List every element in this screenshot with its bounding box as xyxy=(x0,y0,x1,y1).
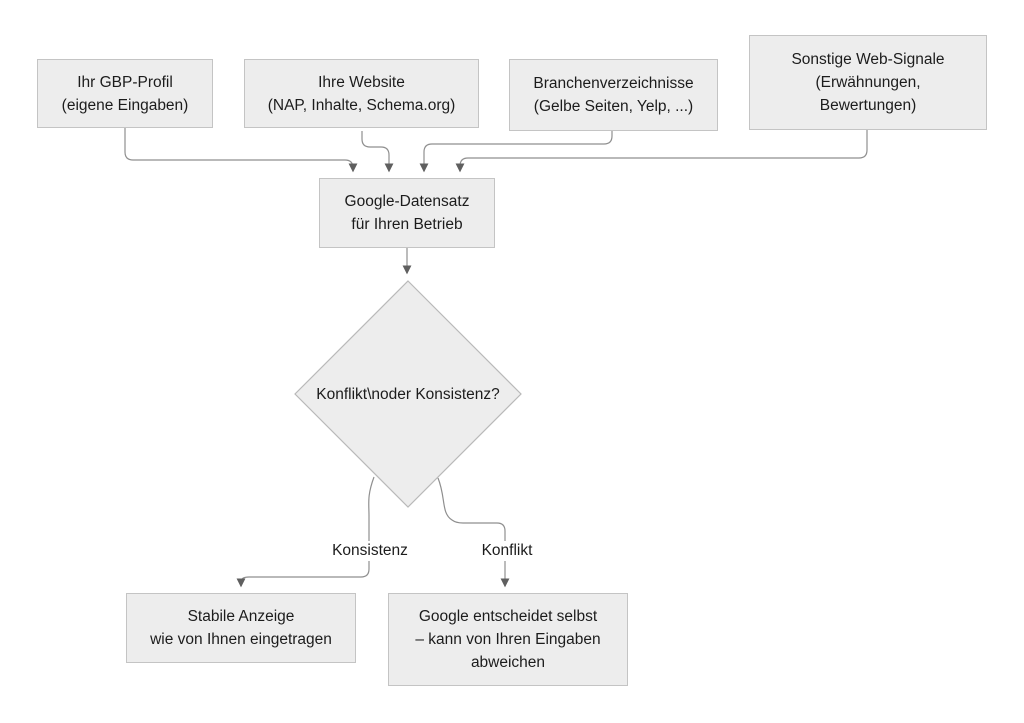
edge-directories-to-dataset xyxy=(419,131,613,173)
node-stable-display: Stabile Anzeige wie von Ihnen eingetrage… xyxy=(126,593,356,663)
node-web-signals: Sonstige Web-Signale (Erwähnungen, Bewer… xyxy=(749,35,987,130)
node-text-line: wie von Ihnen eingetragen xyxy=(150,631,332,648)
edge-decision-to-stable xyxy=(236,476,375,588)
edge-decision-to-decides xyxy=(437,477,510,588)
node-text-line: abweichen xyxy=(470,654,546,671)
node-text-line: Google entscheidet selbst xyxy=(418,608,598,625)
node-google-decides: Google entscheidet selbst – kann von Ihr… xyxy=(388,593,628,686)
node-text-line: Sonstige Web-Signale xyxy=(791,51,945,68)
edge-gbp-to-dataset xyxy=(124,128,358,173)
node-website: Ihre Website (NAP, Inhalte, Schema.org) xyxy=(244,59,479,128)
node-text-line: Ihre Website xyxy=(318,73,405,91)
node-text-line: (Gelbe Seiten, Yelp, ...) xyxy=(533,98,694,115)
node-text-line: Ihr GBP-Profil xyxy=(77,73,173,91)
node-text-line: für Ihren Betrieb xyxy=(351,216,463,233)
node-directories: Branchenverzeichnisse (Gelbe Seiten, Yel… xyxy=(509,59,718,131)
node-text-line: (Erwähnungen, xyxy=(815,74,921,91)
node-text-line: Branchenverzeichnisse xyxy=(533,75,694,92)
node-text-line: (NAP, Inhalte, Schema.org) xyxy=(267,96,456,114)
node-gbp-profile: Ihr GBP-Profil (eigene Eingaben) xyxy=(37,59,213,128)
branch-label-konflikt: Konflikt xyxy=(476,541,538,561)
node-text-line: Google-Datensatz xyxy=(344,193,470,210)
decision-diamond-shape xyxy=(294,280,522,508)
node-text-line: Bewertungen) xyxy=(819,97,917,114)
node-text-line: – kann von Ihren Eingaben xyxy=(415,631,601,648)
decision-label: Konflikt\noder Konsistenz? xyxy=(316,386,500,403)
node-text-line: (eigene Eingaben) xyxy=(61,96,189,114)
node-google-dataset: Google-Datensatz für Ihren Betrieb xyxy=(319,178,495,248)
edge-websignals-to-dataset xyxy=(455,130,868,173)
node-text-line: Stabile Anzeige xyxy=(187,608,295,625)
edge-website-to-dataset xyxy=(361,131,394,173)
branch-label-konsistenz: Konsistenz xyxy=(327,541,413,561)
